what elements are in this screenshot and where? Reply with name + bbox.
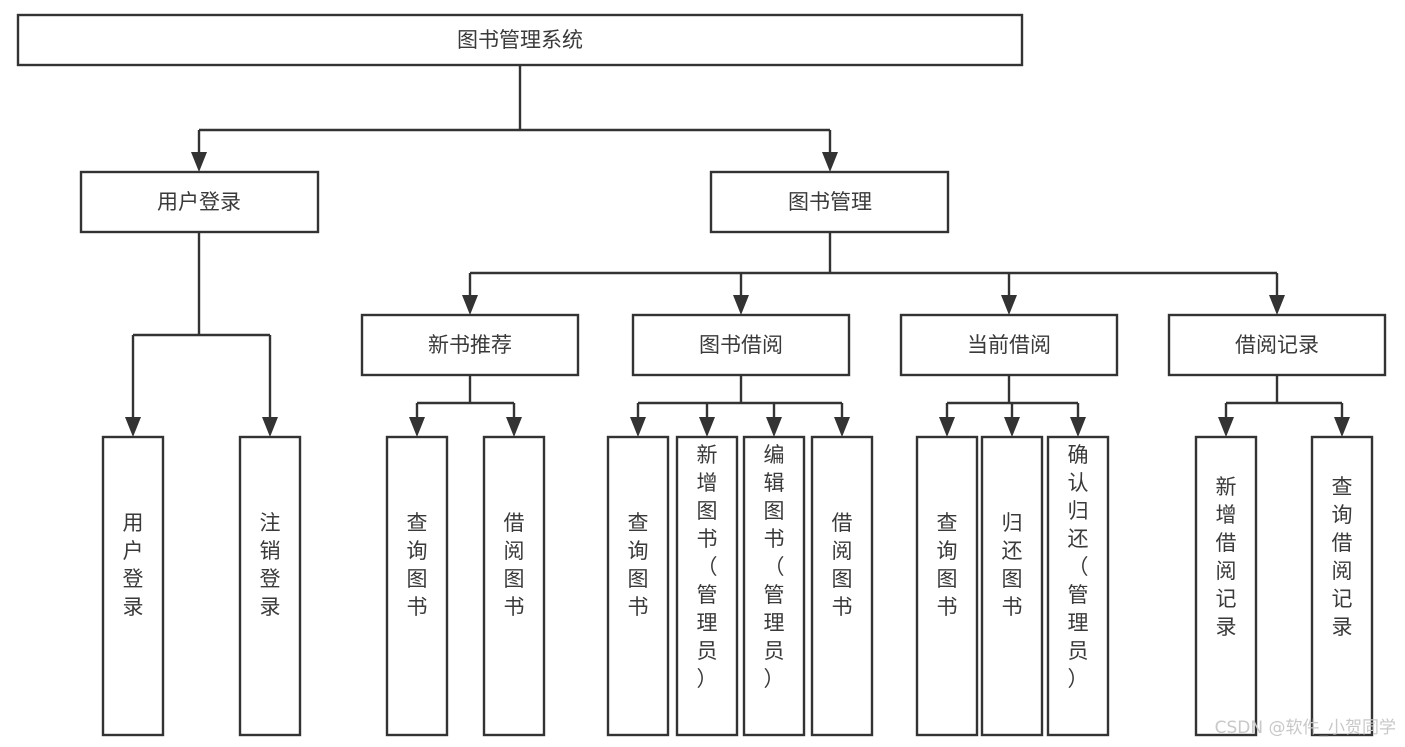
edge-userlogin-to-bus — [131, 232, 272, 423]
leaf-newbook-borrow-box — [482, 435, 546, 737]
edge-bookmanage-to-bus — [468, 232, 1279, 301]
node-root-box — [16, 13, 1024, 67]
arrow-to-book-borrow — [733, 295, 749, 315]
leaf-borrow-lend-label: 借阅图书 — [832, 511, 853, 619]
leaf-record-query-label: 查询借阅记录 — [1332, 475, 1353, 639]
node-root-label: 图书管理系统 — [457, 28, 583, 52]
leaf-borrow-lend-box — [810, 435, 874, 737]
arrow-bookborrow-leaf-2 — [699, 417, 715, 437]
leaf-logout-label: 注销登录 — [260, 511, 281, 619]
leaf-user-login-box — [101, 435, 165, 737]
leaf-node[interactable]: 借阅图书 — [810, 435, 874, 737]
leaf-node[interactable]: 查询图书 — [915, 435, 979, 737]
arrow-bookborrow-leaf-3 — [766, 417, 782, 437]
leaf-borrow-edit-label: 编辑图书（管理员） — [764, 443, 785, 691]
arrow-borrowrecord-leaf-1 — [1218, 417, 1234, 437]
arrow-currentborrow-leaf-1 — [939, 417, 955, 437]
node-user-login[interactable]: 用户登录 — [79, 170, 320, 234]
node-current-borrow-box — [899, 313, 1119, 377]
watermark-text: CSDN @软件_小贺同学 — [1215, 718, 1396, 738]
edge-bookborrow-to-leaves — [636, 375, 844, 423]
leaf-record-add-box — [1194, 435, 1258, 737]
node-current-borrow[interactable]: 当前借阅 — [899, 313, 1119, 377]
arrow-newbook-leaf-2 — [506, 417, 522, 437]
node-book-manage[interactable]: 图书管理 — [709, 170, 950, 234]
arrow-to-borrow-record — [1269, 295, 1285, 315]
arrow-bookborrow-leaf-1 — [630, 417, 646, 437]
leaf-logout-box — [238, 435, 302, 737]
leaf-newbook-borrow-label: 借阅图书 — [504, 511, 525, 619]
leaf-newbook-query-box — [385, 435, 449, 737]
arrow-newbook-leaf-1 — [409, 417, 425, 437]
leaf-current-query-box — [915, 435, 979, 737]
leaf-current-query-label: 查询图书 — [937, 511, 958, 619]
leaf-borrow-add-label: 新增图书（管理员） — [697, 443, 718, 691]
arrow-bookborrow-leaf-4 — [834, 417, 850, 437]
leaf-borrow-query-label: 查询图书 — [628, 511, 649, 619]
leaf-node[interactable]: 编辑图书（管理员） — [742, 435, 806, 737]
node-borrow-record-box — [1167, 313, 1387, 377]
leaf-record-query-box — [1310, 435, 1374, 737]
node-borrow-record-label: 借阅记录 — [1235, 333, 1319, 357]
arrow-currentborrow-leaf-2 — [1004, 417, 1020, 437]
leaf-newbook-query-label: 查询图书 — [407, 511, 428, 619]
node-borrow-record[interactable]: 借阅记录 — [1167, 313, 1387, 377]
node-new-book-recommend-box — [360, 313, 580, 377]
edge-root-to-bus — [197, 65, 832, 158]
node-current-borrow-label: 当前借阅 — [967, 333, 1051, 357]
leaf-node[interactable]: 借阅图书 — [482, 435, 546, 737]
leaf-node[interactable]: 新增借阅记录 — [1194, 435, 1258, 737]
leaf-current-confirm-box — [1046, 435, 1110, 737]
arrow-to-user-login — [191, 152, 207, 172]
arrow-to-leaf-logout — [262, 417, 278, 437]
node-root-system[interactable]: 图书管理系统 — [16, 13, 1024, 67]
leaf-borrow-edit-box — [742, 435, 806, 737]
leaf-record-add-label: 新增借阅记录 — [1216, 475, 1237, 639]
leaf-node[interactable]: 注销登录 — [238, 435, 302, 737]
node-user-login-label: 用户登录 — [157, 190, 241, 214]
leaf-current-return-label: 归还图书 — [1002, 511, 1023, 619]
leaf-node[interactable]: 确认归还（管理员） — [1046, 435, 1110, 737]
leaf-node[interactable]: 查询图书 — [606, 435, 670, 737]
leaf-node[interactable]: 查询图书 — [385, 435, 449, 737]
node-book-manage-box — [709, 170, 950, 234]
node-book-borrow[interactable]: 图书借阅 — [631, 313, 851, 377]
node-book-manage-label: 图书管理 — [788, 190, 872, 214]
leaf-borrow-add-box — [675, 435, 739, 737]
leaf-borrow-query-box — [606, 435, 670, 737]
node-new-book-recommend[interactable]: 新书推荐 — [360, 313, 580, 377]
leaf-current-confirm-label: 确认归还（管理员） — [1068, 443, 1089, 691]
edge-currentborrow-to-leaves — [945, 375, 1080, 423]
arrow-to-book-manage — [822, 152, 838, 172]
node-book-borrow-box — [631, 313, 851, 377]
leaf-node[interactable]: 新增图书（管理员） — [675, 435, 739, 737]
leaf-node[interactable]: 归还图书 — [980, 435, 1044, 737]
arrow-to-leaf-user-login — [125, 417, 141, 437]
leaf-node[interactable]: 查询借阅记录 — [1310, 435, 1374, 737]
node-new-book-recommend-label: 新书推荐 — [428, 333, 512, 357]
leaf-node[interactable]: 用户登录 — [101, 435, 165, 737]
node-book-borrow-label: 图书借阅 — [699, 333, 783, 357]
leaf-user-login-label: 用户登录 — [123, 511, 144, 619]
arrow-borrowrecord-leaf-2 — [1334, 417, 1350, 437]
arrow-to-current-borrow — [1001, 295, 1017, 315]
leaf-current-return-box — [980, 435, 1044, 737]
edges-layer — [125, 65, 1350, 437]
edge-borrowrecord-to-leaves — [1224, 375, 1344, 423]
arrow-to-new-book — [462, 295, 478, 315]
edge-newbook-to-leaves — [415, 375, 516, 423]
arrow-currentborrow-leaf-3 — [1070, 417, 1086, 437]
node-user-login-box — [79, 170, 320, 234]
